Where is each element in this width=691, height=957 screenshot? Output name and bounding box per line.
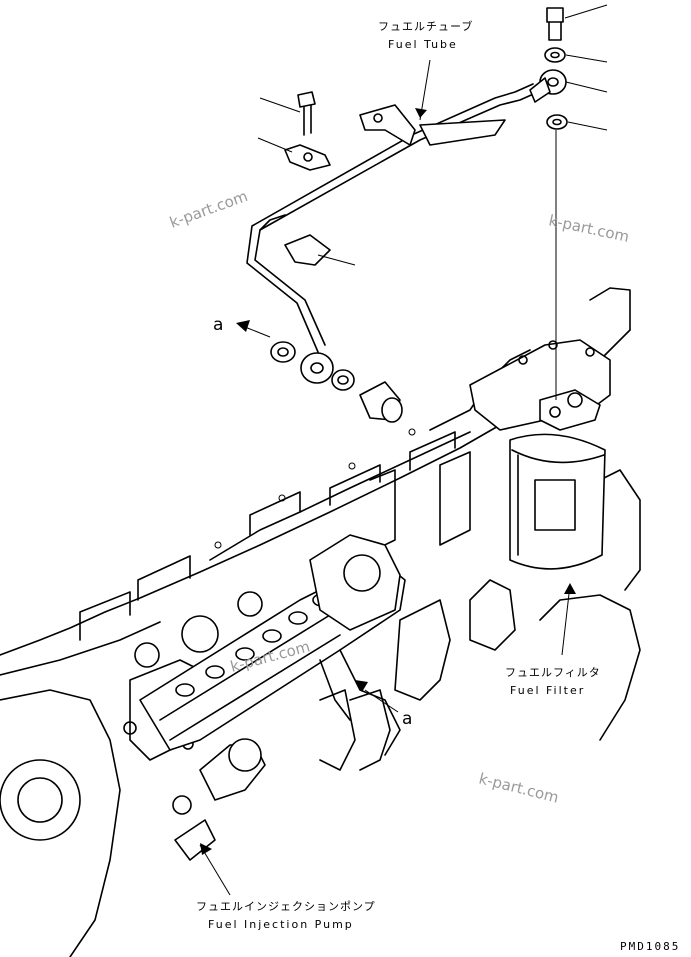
fuel-tube-label-en: Fuel Tube: [388, 38, 458, 51]
callout-a-lower: a: [402, 709, 412, 729]
hardware-bolts-washers: [270, 7, 568, 423]
fuel-tube-leader-arrow: [415, 108, 427, 118]
drawing-code: PMD1085: [620, 940, 680, 953]
fuel-filter: [469, 339, 611, 570]
injection-pump-label-en: Fuel Injection Pump: [208, 918, 354, 931]
fuel-tube: [246, 69, 567, 384]
watermark-4: k-part.com: [477, 769, 561, 806]
watermark-2: k-part.com: [547, 211, 631, 246]
fuel-injection-pump: [139, 534, 406, 861]
callout-a-upper-arrow: [236, 320, 271, 338]
injection-pump-label-jp: フュエルインジェクションポンプ: [196, 900, 376, 913]
callout-a-upper: a: [213, 315, 223, 335]
leader-lines: [199, 4, 608, 896]
watermark-1: k-part.com: [167, 187, 250, 232]
injection-pump-leader-arrow: [200, 843, 212, 855]
fuel-filter-label-jp: フュエルフィルタ: [505, 666, 601, 679]
fuel-tube-label-jp: フュエルチューブ: [378, 19, 473, 33]
fuel-filter-label-en: Fuel Filter: [510, 684, 585, 697]
callout-a-lower-arrow: [355, 680, 368, 692]
fuel-filter-leader-arrow: [564, 583, 576, 594]
